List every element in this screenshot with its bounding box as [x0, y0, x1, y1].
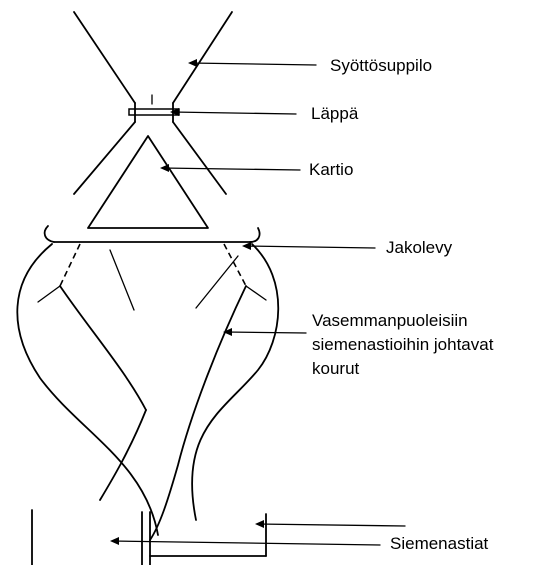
cone-guide-left: [73, 121, 136, 195]
chute-left-lower: [99, 409, 147, 501]
chute-right-inner: [195, 255, 239, 309]
label-jakolevy: Jakolevy: [386, 238, 453, 257]
label-kourut-line-1: Vasemmanpuoleisiin: [312, 311, 468, 330]
chute-left-upper: [59, 285, 147, 411]
distribution-plate: [43, 225, 261, 243]
chute-stub-left: [37, 285, 61, 303]
labels: Syöttösuppilo Läppä Kartio Jakolevy Vase…: [309, 56, 494, 553]
chute-dashed-right: [223, 243, 247, 287]
arrowhead-siemenastiat-right: [255, 520, 264, 528]
arrowhead-jakolevy: [242, 242, 251, 250]
cone-triangle: [87, 135, 209, 229]
plate-left-lip: [43, 225, 55, 243]
arrow-lappa: [171, 111, 297, 115]
chute-left-inner: [109, 249, 135, 311]
label-siemenastiat: Siemenastiat: [390, 534, 489, 553]
arrowhead-kourut: [223, 328, 232, 336]
arrow-kourut: [224, 331, 307, 334]
arrowhead-lappa: [170, 108, 179, 116]
arrow-kartio: [161, 167, 301, 171]
label-kourut-line-3: kourut: [312, 359, 360, 378]
arrow-siemenastiat-left: [111, 540, 381, 546]
label-kourut-line-2: siemenastioihin johtavat: [312, 335, 494, 354]
label-lappa: Läppä: [311, 104, 359, 123]
hopper: [73, 11, 233, 123]
housing-left-wall: [16, 243, 159, 536]
label-syottosuppilo: Syöttösuppilo: [330, 56, 432, 75]
chute-stub-right: [245, 285, 267, 301]
hopper-left-wall: [73, 11, 136, 104]
leader-arrows: [110, 59, 406, 546]
cone-guide-right: [172, 121, 227, 195]
housing: [16, 243, 280, 536]
arrow-syottosuppilo: [189, 62, 317, 66]
arrowhead-syottosuppilo: [188, 59, 197, 67]
plate-right-lip: [249, 227, 261, 243]
label-kartio: Kartio: [309, 160, 353, 179]
chutes: [37, 243, 267, 541]
hopper-right-wall: [172, 11, 233, 104]
arrow-siemenastiat-right: [256, 523, 406, 527]
arrowhead-kartio: [160, 164, 169, 172]
arrowhead-siemenastiat-left: [110, 537, 119, 545]
seed-containers: [31, 509, 267, 566]
cone: [73, 121, 227, 229]
chute-dashed-left: [59, 243, 81, 287]
housing-right-wall: [191, 243, 280, 521]
arrow-jakolevy: [243, 245, 376, 249]
chute-right-main: [149, 285, 247, 541]
